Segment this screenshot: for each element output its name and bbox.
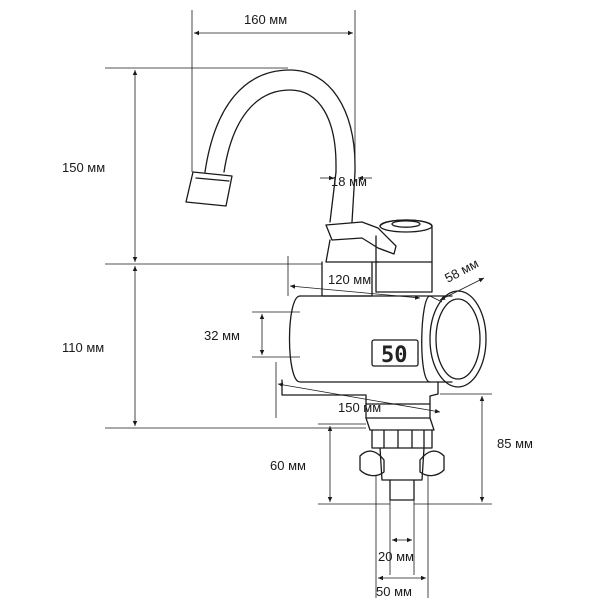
- dim-spout-reach: 160 мм: [244, 12, 287, 27]
- dim-mount-height: 85 мм: [497, 436, 533, 451]
- spout-stem: [329, 171, 356, 223]
- heater-housing: [288, 290, 487, 388]
- temperature-display: [371, 339, 419, 367]
- handle-lever: [325, 221, 397, 263]
- spout-nozzle: [185, 171, 233, 207]
- dim-housing-depth: 58 мм: [442, 256, 481, 286]
- dim-spout-diameter: 18 мм: [331, 174, 367, 189]
- dim-housing-height: 32 мм: [204, 328, 240, 343]
- mounting-nut: [359, 417, 445, 501]
- dimension-lines: [105, 10, 492, 598]
- dim-base-width: 150 мм: [338, 400, 381, 415]
- dim-housing-length: 120 мм: [328, 272, 371, 287]
- dim-body-height: 110 мм: [62, 340, 104, 355]
- dim-thread-diameter: 20 мм: [378, 549, 414, 564]
- dim-nut-diameter: 50 мм: [376, 584, 412, 599]
- display-readout: 50: [381, 343, 408, 368]
- spout: [185, 69, 356, 207]
- dim-spout-height: 150 мм: [62, 160, 105, 175]
- dim-connector-height: 60 мм: [270, 458, 306, 473]
- control-knob: [375, 219, 433, 293]
